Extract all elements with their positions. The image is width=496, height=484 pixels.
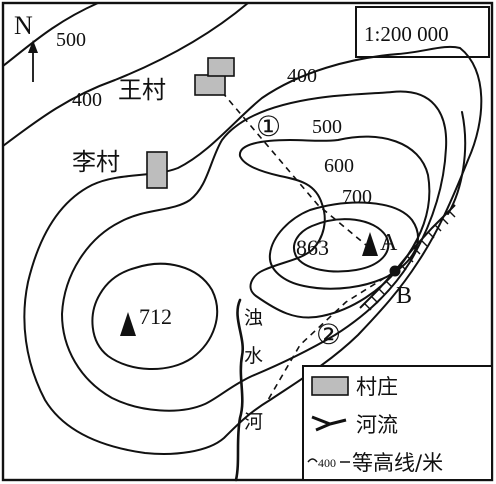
contour-label-500-nw: 500	[56, 29, 86, 51]
contour-label-600: 600	[324, 155, 354, 177]
contour-east	[447, 111, 467, 215]
cliff-line	[359, 204, 456, 309]
section-marker-2: ②	[316, 320, 341, 351]
contour-label-700: 700	[342, 186, 372, 208]
north-letter: N	[14, 11, 33, 40]
legend: 村庄 河流 400 等高线/米	[302, 365, 493, 481]
li-village-icon	[146, 151, 168, 189]
contour-600	[238, 135, 431, 319]
contour-label-500-center: 500	[312, 116, 342, 138]
zhuoshui-river	[234, 298, 245, 482]
peak-712-elevation: 712	[139, 304, 172, 329]
scale-box	[355, 6, 490, 58]
legend-contour-sample: 400	[318, 456, 336, 470]
section-line-1	[221, 91, 373, 251]
contour-500-topleft	[2, 2, 99, 67]
legend-village-swatch	[311, 376, 349, 396]
river-char-1: 浊	[244, 307, 263, 329]
peak-712-icon	[120, 312, 136, 336]
contour-600-west-peak	[91, 262, 219, 370]
scale-text: 1:200 000	[364, 22, 449, 46]
legend-river-label: 河流	[356, 413, 398, 437]
river-char-2: 水	[244, 345, 263, 367]
section-line-2	[267, 271, 395, 401]
section-marker-1: ①	[256, 112, 281, 143]
legend-village-label: 村庄	[356, 375, 398, 399]
contour-500-central	[61, 90, 448, 412]
contour-800	[293, 218, 390, 273]
legend-contour-label: 等高线/米	[352, 451, 443, 475]
point-b-dot	[389, 265, 401, 277]
wang-village-icon	[194, 57, 235, 96]
river-char-3: 河	[244, 411, 263, 433]
peak-a-label: A	[380, 230, 398, 256]
peak-a-icon	[362, 232, 378, 256]
legend-contour-symbol-left	[307, 458, 318, 463]
contour-label-400-center: 400	[287, 65, 317, 87]
wang-village-label: 王村	[118, 76, 166, 104]
contour-400-central	[23, 45, 483, 455]
contour-700	[268, 201, 419, 290]
cliff-hatches	[364, 210, 456, 311]
li-village-label: 李村	[72, 148, 120, 176]
legend-river-symbol	[311, 415, 347, 432]
contour-400-topleft	[2, 2, 249, 147]
north-arrow-icon	[28, 40, 38, 82]
peak-a-elevation: 863	[296, 235, 329, 260]
contour-label-400-nw: 400	[72, 89, 102, 111]
point-b-label: B	[396, 283, 412, 309]
